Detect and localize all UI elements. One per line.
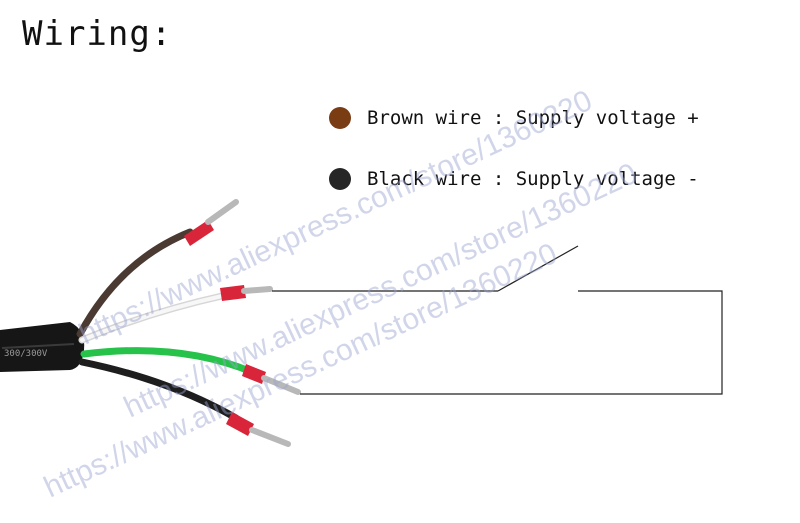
page-title: Wiring:	[22, 14, 173, 54]
green-ferrule	[242, 364, 266, 384]
white-wire	[78, 285, 273, 344]
white-pin	[241, 286, 273, 294]
legend-black-label: Black wire : Supply voltage -	[367, 168, 699, 190]
black-dot-icon	[329, 168, 351, 190]
brown-pin	[205, 199, 239, 225]
white-ferrule	[220, 285, 246, 301]
brown-ferrule	[184, 220, 214, 246]
legend-brown-label: Brown wire : Supply voltage +	[367, 107, 699, 129]
circuit-line-return	[300, 290, 723, 395]
cable-print-label: 300/300V	[4, 349, 48, 359]
green-wire	[80, 347, 301, 395]
cable-jacket: 300/300V	[0, 322, 85, 372]
brown-dot-icon	[329, 107, 351, 129]
legend-black: Black wire : Supply voltage -	[329, 168, 699, 190]
switch-circuit	[272, 245, 723, 395]
watermark: https://www.aliexpress.com/store/1360220…	[39, 84, 642, 504]
black-ferrule	[226, 412, 254, 436]
switch-lever	[497, 245, 579, 292]
green-pin	[261, 375, 301, 395]
black-pin	[249, 427, 291, 447]
black-wire	[78, 358, 291, 447]
brown-wire	[76, 199, 239, 338]
legend-brown: Brown wire : Supply voltage +	[329, 107, 699, 129]
